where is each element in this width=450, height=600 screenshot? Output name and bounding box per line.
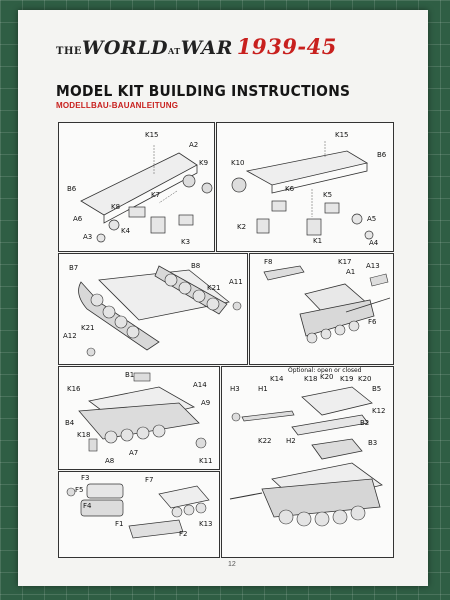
part-label: F6 [368, 318, 377, 326]
part-label: K18 [304, 375, 318, 383]
part-label: A3 [83, 233, 93, 241]
part-label: F3 [81, 474, 90, 482]
part-label: K3 [181, 238, 191, 246]
part-label: B8 [191, 262, 201, 270]
part-label: K10 [231, 159, 245, 167]
part-label: F2 [179, 530, 188, 538]
step-6-panel: Optional: open or closed H3 H1 K14 K18 K… [221, 366, 394, 558]
step-5-panel: B1 A14 K16 A9 B4 K18 A7 A8 K11 [58, 366, 220, 470]
part-label: K7 [151, 191, 161, 199]
part-label: A5 [367, 215, 377, 223]
part-label: K16 [67, 385, 81, 393]
page-number: 12 [228, 561, 236, 568]
part-label: K20 [320, 373, 334, 381]
part-label: B6 [377, 151, 387, 159]
part-label: K19 [340, 375, 354, 383]
step-1-drawing [80, 145, 213, 243]
part-label: K21 [207, 284, 221, 292]
part-label: A6 [73, 215, 83, 223]
step-1-panel: K15 A2 K9 B6 K8 K7 A6 K4 K3 A3 [58, 122, 215, 252]
part-label: K17 [338, 258, 352, 266]
part-label: A13 [366, 262, 380, 270]
step-3-panel: B7 B8 K21 A11 A12 K21 [58, 253, 248, 365]
step-3-drawing [78, 265, 242, 357]
part-label: A14 [193, 381, 207, 389]
step-2-panel: K15 B6 K10 K6 K5 A5 K2 K1 A4 [216, 122, 394, 252]
part-label: F5 [75, 486, 84, 494]
page-title: MODEL KIT BUILDING INSTRUCTIONS [56, 82, 351, 100]
part-label: K4 [121, 227, 131, 235]
part-label: K2 [237, 223, 247, 231]
part-label: A11 [229, 278, 243, 286]
part-label: K9 [199, 159, 209, 167]
brand-war: WAR [180, 37, 233, 59]
part-label: H1 [258, 385, 268, 393]
part-label: K8 [111, 203, 121, 211]
part-label: K20 [358, 375, 372, 383]
part-label: K1 [313, 237, 323, 245]
part-label: B1 [125, 371, 135, 379]
brand-world: WORLD [82, 37, 169, 59]
step-7-drawing [66, 483, 210, 539]
part-label: B3 [368, 439, 378, 447]
part-label: A8 [105, 457, 115, 465]
part-label: B5 [372, 385, 382, 393]
part-label: K11 [199, 457, 213, 465]
part-label: K12 [372, 407, 386, 415]
part-label: A7 [129, 449, 139, 457]
part-label: B4 [65, 419, 75, 427]
step-4-drawing [263, 265, 391, 344]
part-label: A12 [63, 332, 77, 340]
part-label: K14 [270, 375, 284, 383]
part-label: A4 [369, 239, 379, 247]
part-label: B6 [67, 185, 77, 193]
part-label: F4 [83, 502, 92, 510]
part-label: H2 [286, 437, 296, 445]
part-label: K15 [335, 131, 349, 139]
part-label: K6 [285, 185, 295, 193]
part-label: B7 [69, 264, 79, 272]
step-2-drawing [231, 141, 374, 240]
part-label: F1 [115, 520, 124, 528]
part-label: K15 [145, 131, 159, 139]
brand-years: 1939-45 [236, 34, 337, 59]
part-label: A1 [346, 268, 356, 276]
part-label: K13 [199, 520, 213, 528]
part-label: A9 [201, 399, 211, 407]
step-4-panel: F8 K17 A1 A13 F6 [249, 253, 394, 365]
page-subtitle: MODELLBAU-BAUANLEITUNG [56, 101, 179, 110]
step-6-drawing [229, 386, 383, 527]
brand-the: THE [56, 46, 83, 57]
part-label: K22 [258, 437, 272, 445]
step-7-panel: F3 F7 F5 F4 F1 F2 K13 [58, 471, 220, 558]
part-label: H3 [230, 385, 240, 393]
part-label: F7 [145, 476, 154, 484]
part-label: K18 [77, 431, 91, 439]
part-label: F8 [264, 258, 273, 266]
part-label: A2 [189, 141, 199, 149]
part-label: K5 [323, 191, 333, 199]
optional-note: Optional: open or closed [288, 367, 362, 374]
brand-at: AT [168, 46, 181, 56]
step-5-drawing [78, 372, 207, 452]
part-label: B2 [360, 419, 370, 427]
part-label: K21 [81, 324, 95, 332]
